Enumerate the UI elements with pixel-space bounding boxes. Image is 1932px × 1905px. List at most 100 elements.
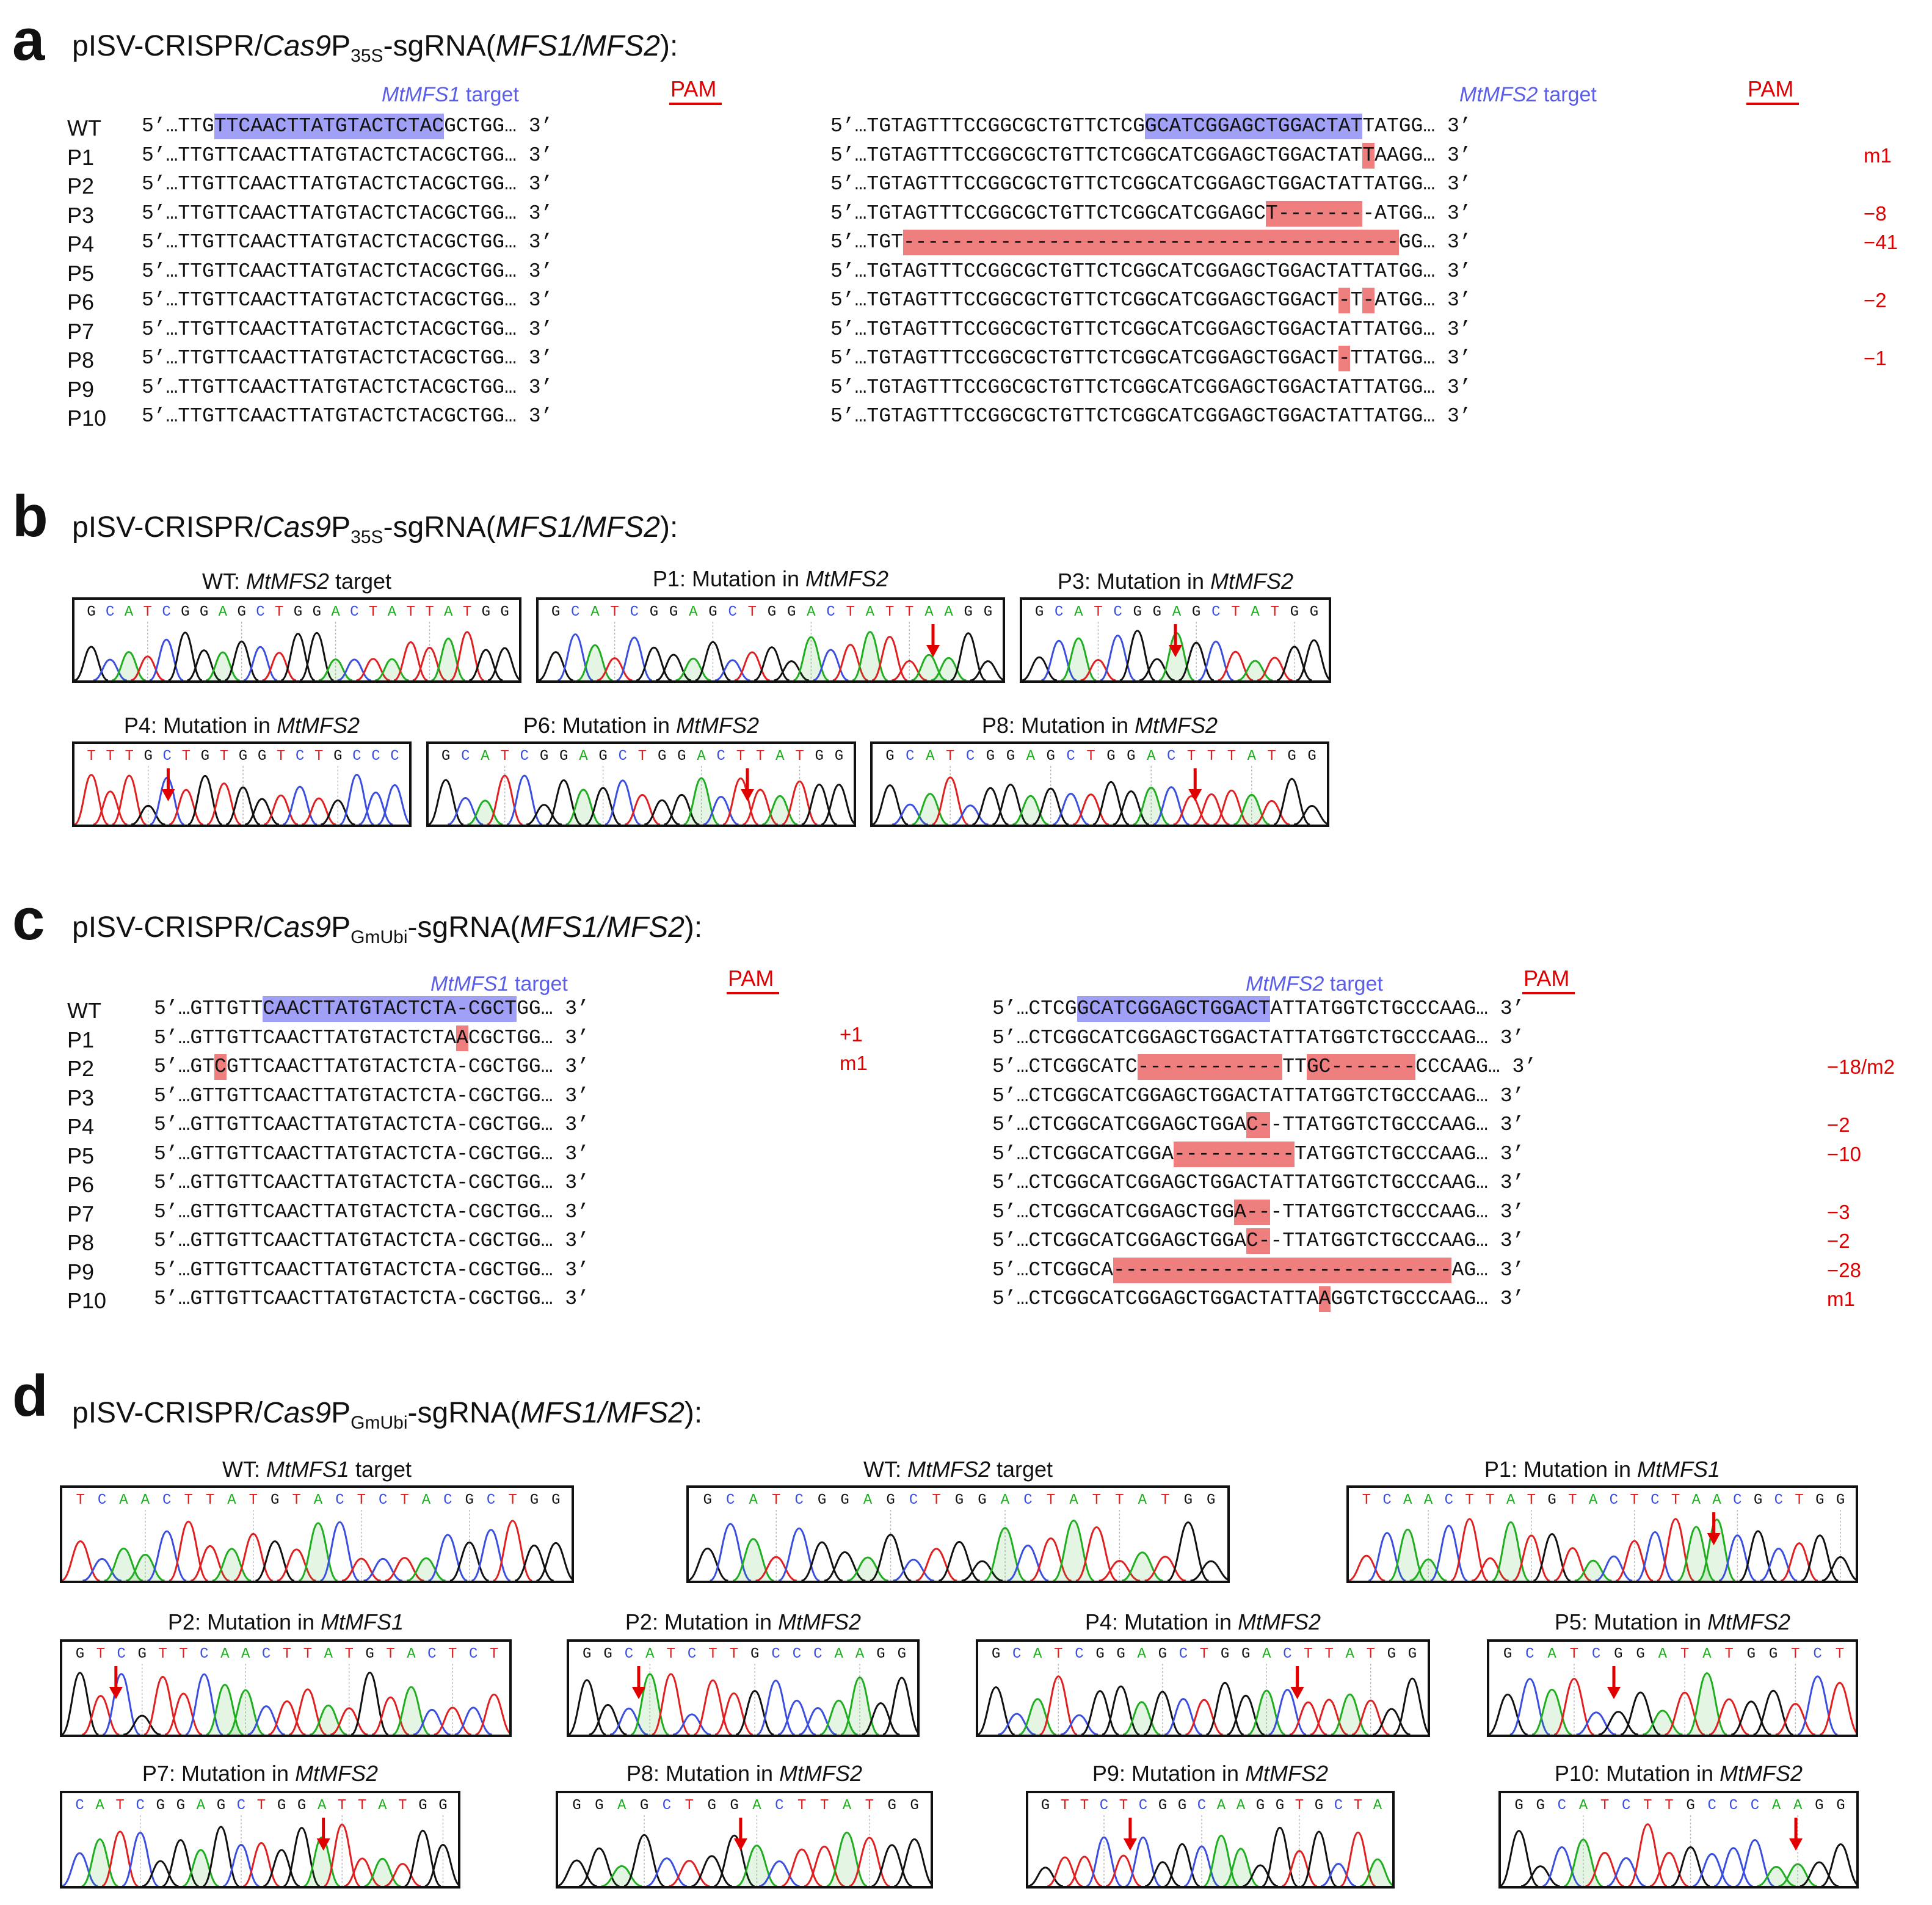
trace-peak <box>147 1530 187 1581</box>
base-call: T <box>115 1798 124 1814</box>
base-call: G <box>1116 1646 1125 1663</box>
trace-peak <box>1293 805 1327 825</box>
base-call: G <box>200 604 208 621</box>
trace-peak <box>714 1692 754 1735</box>
base-call: C <box>390 748 399 765</box>
base-call: G <box>76 1646 84 1663</box>
base-call: A <box>924 604 934 621</box>
chromatogram-caption: P2: Mutation in MtMFS1 <box>60 1611 512 1633</box>
base-call: G <box>239 748 247 765</box>
base-call: T <box>1304 1646 1312 1663</box>
trace-peak <box>123 1714 161 1735</box>
base-call: C <box>262 1646 271 1663</box>
trace-peak <box>1203 1835 1240 1886</box>
mutation-highlight <box>1144 114 1363 139</box>
trace-peak <box>125 1553 165 1581</box>
row-label: P1 <box>67 144 95 170</box>
trace-peak <box>952 804 989 825</box>
base-call: T <box>125 748 133 765</box>
trace-peak <box>190 1545 230 1581</box>
base-call: G <box>707 1798 716 1814</box>
mutation-note: −3 <box>1827 1200 1850 1223</box>
trace-peak <box>1799 1861 1839 1886</box>
sequence-left: 5’…GTTGTTCAACTTATGTACTCTA-CGCTGG… 3’ <box>154 1084 589 1107</box>
base-call: C <box>1610 1492 1618 1509</box>
sequence-left: 5’…GTTGTTCAACTTATGTACTCTA-CGCTGG… 3’ <box>154 1113 589 1136</box>
base-call: A <box>1793 1798 1803 1814</box>
base-call: T <box>283 1646 291 1663</box>
mutation-note: m1 <box>840 1052 868 1074</box>
base-call: T <box>338 1798 346 1814</box>
base-call: A <box>1506 1492 1516 1509</box>
base-call: C <box>1075 1646 1083 1663</box>
trace-peak <box>1144 1556 1186 1581</box>
base-call: T <box>1295 1798 1304 1814</box>
base-call: G <box>176 1798 185 1814</box>
base-call: T <box>220 748 228 765</box>
trace-peak <box>93 658 128 680</box>
base-call: G <box>1547 1492 1556 1509</box>
sequence-right: 5’…TGTAGTTTCCGGCGCTGTTCTCGGCATCGGAGCTGGA… <box>830 347 1472 370</box>
sequence-left: 5’…TTGTTCAACTTATGTACTCTACGCTGG… 3’ <box>142 260 553 283</box>
trace-peak <box>557 633 594 680</box>
base-call: G <box>708 604 717 621</box>
trace-peak <box>1213 789 1251 825</box>
target-word: target <box>1538 83 1597 106</box>
caption-text: P2: Mutation in <box>625 1609 779 1634</box>
trace-peak <box>356 658 391 680</box>
sequence-left: 5’…GTTGTTCAACTTATGTACTCTA-CGCTGG… 3’ <box>154 1171 589 1194</box>
trace-peak <box>1086 1836 1122 1886</box>
trace-peak <box>1301 1830 1337 1886</box>
base-call: C <box>794 1492 803 1509</box>
base-call: C <box>1113 604 1122 621</box>
trace-peak <box>449 631 485 680</box>
base-call: G <box>1754 1492 1762 1509</box>
base-call: C <box>1813 1646 1821 1663</box>
mutation-highlight <box>1362 288 1375 313</box>
base-call: G <box>964 604 973 621</box>
base-call: A <box>1147 748 1156 765</box>
base-call: T <box>795 748 804 765</box>
base-call: T <box>206 1492 214 1509</box>
trace-peak <box>1100 635 1136 680</box>
trace-peak <box>703 796 739 825</box>
base-call: G <box>835 748 843 765</box>
base-call: G <box>500 604 509 621</box>
mutation-highlight <box>1318 1286 1331 1312</box>
trace-peak <box>471 1529 511 1581</box>
sequence-right: 5’…CTCGGCATCGGAGCTGGAC--TTATGGTCTGCCCAAG… <box>992 1229 1525 1252</box>
trace-peak <box>212 1548 252 1581</box>
sequence-right: 5’…TGTAGTTTCCGGCGCTGTTCTCGGCATCGGAGCTGGA… <box>830 260 1472 283</box>
base-call: T <box>865 1798 874 1814</box>
base-call: T <box>772 1492 780 1509</box>
base-call: T <box>932 1492 940 1509</box>
trace-peak <box>873 784 909 825</box>
base-call: A <box>1692 1492 1701 1509</box>
trace-peak <box>167 632 203 680</box>
target-word: target <box>460 83 519 106</box>
base-call: T <box>1119 1798 1128 1814</box>
trace-peak <box>669 1859 710 1886</box>
trace-peak <box>247 1705 286 1735</box>
base-call: G <box>418 1798 427 1814</box>
base-call: G <box>482 604 490 621</box>
mutation-note: −2 <box>1864 289 1887 311</box>
trace-peak <box>1028 1867 1064 1886</box>
base-call: T <box>143 604 152 621</box>
trace-peak <box>1281 1849 1318 1886</box>
mutation-note: −8 <box>1864 202 1887 225</box>
base-call: A <box>220 1646 230 1663</box>
pam-label: PAM <box>728 966 774 991</box>
trace-peak <box>1226 1694 1265 1735</box>
base-call: G <box>1158 1798 1167 1814</box>
caption-text: P2: Mutation in <box>167 1609 321 1634</box>
base-call: T <box>685 1798 694 1814</box>
base-call: T <box>1227 748 1236 765</box>
base-call: G <box>815 748 824 765</box>
trace-peak <box>102 1673 140 1735</box>
base-call: A <box>388 604 397 621</box>
trace-peak <box>434 1706 472 1735</box>
